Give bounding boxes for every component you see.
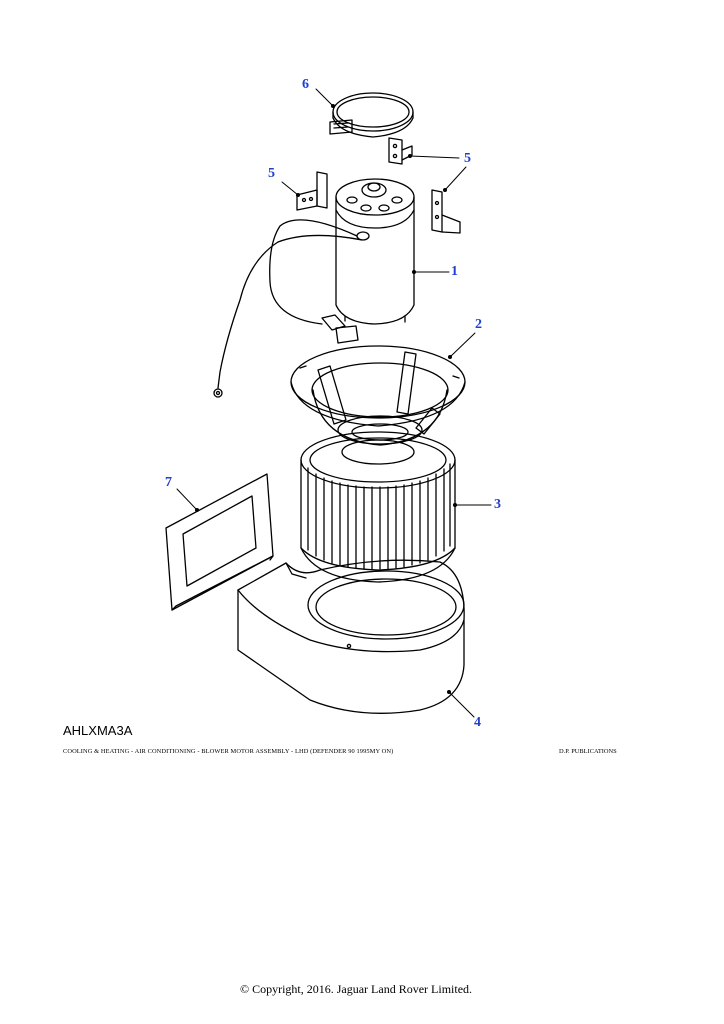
angle-bracket-left <box>296 171 328 211</box>
angle-bracket-right <box>431 189 461 234</box>
callout-leader-dots <box>195 104 457 694</box>
blower-motor-part <box>213 178 415 398</box>
copyright-footer: © Copyright, 2016. Jaguar Land Rover Lim… <box>239 982 473 996</box>
callout-6: 6 <box>302 77 309 92</box>
callout-2: 2 <box>475 317 482 332</box>
diagram-code: AHLXMA3A <box>63 723 133 738</box>
publisher-label: D.P. PUBLICATIONS <box>559 748 617 755</box>
gasket-seal-part <box>165 473 274 611</box>
callout-4: 4 <box>474 715 481 730</box>
blower-housing-top-part <box>290 345 466 446</box>
hose-clamp-part <box>329 92 414 138</box>
callout-5-top: 5 <box>464 151 471 166</box>
blower-housing-lower-part <box>237 559 465 714</box>
diagram-caption: COOLING & HEATING - AIR CONDITIONING - B… <box>63 748 394 755</box>
callout-leaders <box>176 88 492 718</box>
callout-7: 7 <box>165 475 172 490</box>
callout-5-left: 5 <box>268 166 275 181</box>
callout-1: 1 <box>451 264 458 279</box>
callout-3: 3 <box>494 497 501 512</box>
angle-bracket-top <box>388 137 413 165</box>
fan-wheel-part <box>300 431 456 583</box>
